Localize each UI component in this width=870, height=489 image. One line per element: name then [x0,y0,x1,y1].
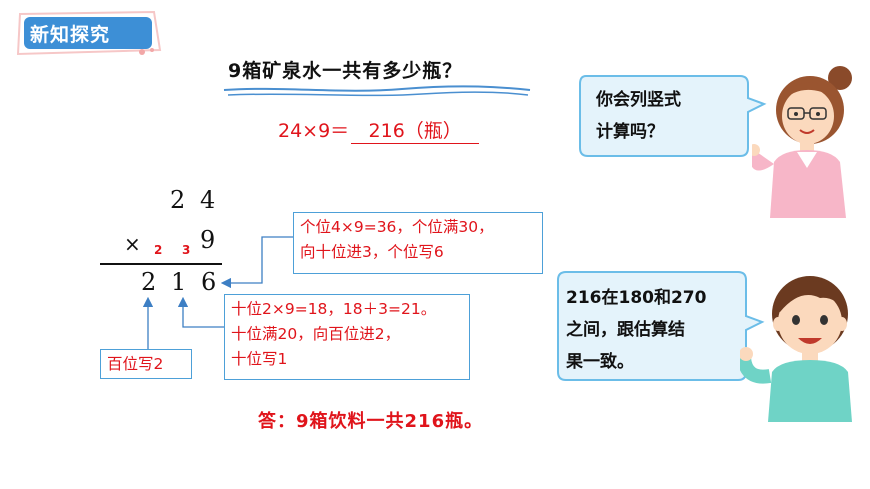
teacher-speech: 你会列竖式 计算吗？ [596,84,736,148]
units-note-line-1: 个位4×9=36，个位满30， [300,218,494,236]
student-speech-line-3: 果一致。 [566,352,634,372]
equation: 24×9＝216（瓶） [278,116,480,144]
multiplicand-units-digit: 4 [200,186,216,214]
final-answer: 答：9箱饮料一共216瓶。 [258,411,484,432]
tens-note-line-2: 十位满20，向百位进2， [231,325,401,343]
teacher-speech-line-1: 你会列竖式 [596,90,681,110]
tens-step-note: 十位2×9=18，18＋3=21。 十位满20，向百位进2， 十位写1 [224,294,470,380]
carry-tens: 3 [182,243,191,257]
times-sign: × [124,232,141,256]
student-illustration [740,276,852,422]
student-speech: 216在180和270 之间，跟估算结 果一致。 [566,282,736,378]
multiplier-digit: 9 [200,226,216,254]
calc-rule-line [100,263,222,265]
result-tens-digit: 1 [171,268,187,296]
problem-question: 9箱矿泉水一共有多少瓶？ [228,60,463,82]
teacher-illustration [752,66,852,218]
student-speech-line-2: 之间，跟估算结 [566,320,685,340]
teacher-speech-line-2: 计算吗？ [596,122,664,142]
tens-note-line-3: 十位写1 [231,350,288,368]
units-note-line-2: 向十位进3，个位写6 [300,243,444,261]
section-title: 新知探究 [30,24,111,46]
student-speech-line-1: 216在180和270 [566,288,707,308]
wavy-underline [223,85,531,97]
hundreds-step-note: 百位写2 [100,349,192,379]
equation-answer: 216（瓶） [351,116,480,144]
section-badge [16,10,162,56]
result-hundreds-digit: 2 [141,268,157,296]
tens-note-line-1: 十位2×9=18，18＋3=21。 [231,300,437,318]
carry-hundreds: 2 [154,243,163,257]
multiplicand-tens-digit: 2 [170,186,186,214]
units-step-note: 个位4×9=36，个位满30， 向十位进3，个位写6 [293,212,543,274]
result-units-digit: 6 [201,268,217,296]
equation-left: 24×9＝ [278,120,350,142]
